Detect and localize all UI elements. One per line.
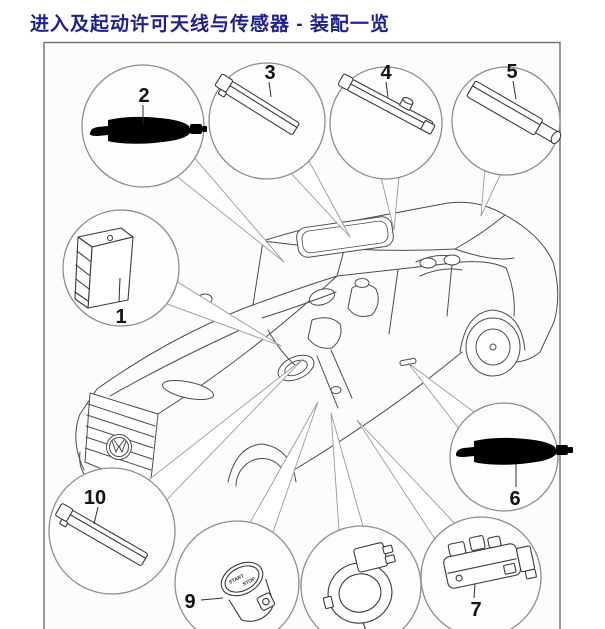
number-line-9 bbox=[200, 597, 224, 601]
callout-bubble-10 bbox=[48, 467, 176, 595]
control-module-icon bbox=[74, 227, 134, 309]
button-text-stop: STOP bbox=[242, 576, 257, 588]
number-line-5 bbox=[512, 80, 517, 100]
start-stop-button-icon: START STOP bbox=[220, 561, 276, 622]
vw-logo bbox=[106, 434, 132, 460]
antenna-icon-10 bbox=[55, 503, 148, 566]
callout-number-1: 1 bbox=[115, 306, 126, 328]
callout-number-10: 10 bbox=[84, 487, 106, 509]
callout-number-2: 2 bbox=[138, 85, 149, 107]
callout-number-3: 3 bbox=[264, 62, 275, 84]
sunroof bbox=[296, 216, 394, 258]
number-line-4 bbox=[385, 81, 389, 98]
number-line-1 bbox=[118, 277, 121, 303]
headlight bbox=[162, 379, 214, 401]
page-title: 进入及起动许可天线与传感器 - 装配一览 bbox=[30, 14, 390, 35]
reader-coil-icon bbox=[322, 542, 396, 629]
callout-number-5: 5 bbox=[506, 61, 517, 83]
callout-bubble-5 bbox=[451, 66, 561, 176]
number-line-3 bbox=[268, 81, 272, 98]
callout-number-9: 9 bbox=[184, 591, 195, 613]
number-line-7 bbox=[473, 583, 476, 599]
antenna-icon-4 bbox=[337, 73, 436, 135]
callout-number-4: 4 bbox=[380, 62, 392, 84]
number-line-10 bbox=[93, 506, 99, 525]
antenna-icon-3 bbox=[214, 73, 300, 135]
ignition-switch-icon bbox=[443, 535, 537, 589]
callout-number-6: 6 bbox=[509, 488, 520, 510]
callout-number-7: 7 bbox=[470, 599, 481, 621]
antenna-icon-5 bbox=[466, 80, 562, 145]
door-handle-target bbox=[399, 357, 417, 367]
